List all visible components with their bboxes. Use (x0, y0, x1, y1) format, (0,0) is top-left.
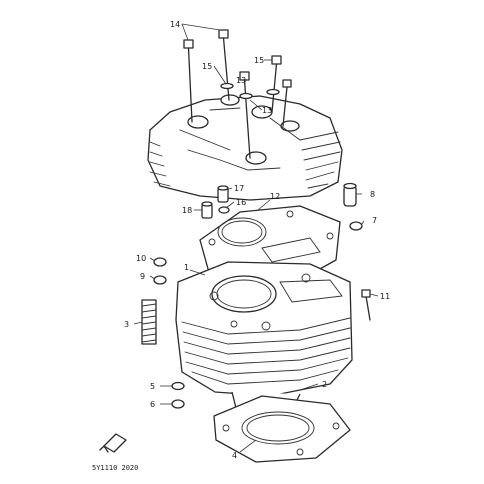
callout-4: 4 (232, 451, 237, 460)
dowel-pins (201, 182, 363, 231)
callout-3: 3 (124, 320, 129, 329)
callout-10: 10 (136, 254, 146, 263)
drawing-code: 5Y1110 2020 (92, 464, 138, 472)
callout-1: 1 (184, 263, 189, 272)
callout-13b: 13 (236, 76, 246, 85)
callout-15b: 15 (254, 56, 264, 65)
callout-8: 8 (370, 190, 375, 199)
head-bolts (183, 29, 292, 159)
callout-11: 11 (380, 292, 390, 301)
callout-6: 6 (150, 400, 155, 409)
callout-15: 15 (202, 62, 212, 71)
callout-14: 14 (170, 20, 180, 29)
callout-labels: 1 2 3 4 5 6 7 8 9 10 11 12 13 14 15 16 1… (124, 20, 390, 460)
small-hardware (141, 257, 371, 409)
cylinder-block (175, 261, 353, 415)
cylinder-head (147, 94, 343, 201)
callout-17: 17 (234, 184, 244, 193)
front-arrow-icon (99, 433, 127, 453)
callout-7: 7 (372, 216, 377, 225)
callout-18: 18 (182, 206, 192, 215)
callout-16: 16 (236, 198, 246, 207)
callout-9: 9 (140, 272, 145, 281)
leader-lines (133, 23, 379, 453)
callout-5: 5 (150, 382, 155, 391)
callout-2: 2 (322, 380, 327, 389)
callout-12: 12 (270, 192, 280, 201)
callout-13: 13 (262, 106, 272, 115)
